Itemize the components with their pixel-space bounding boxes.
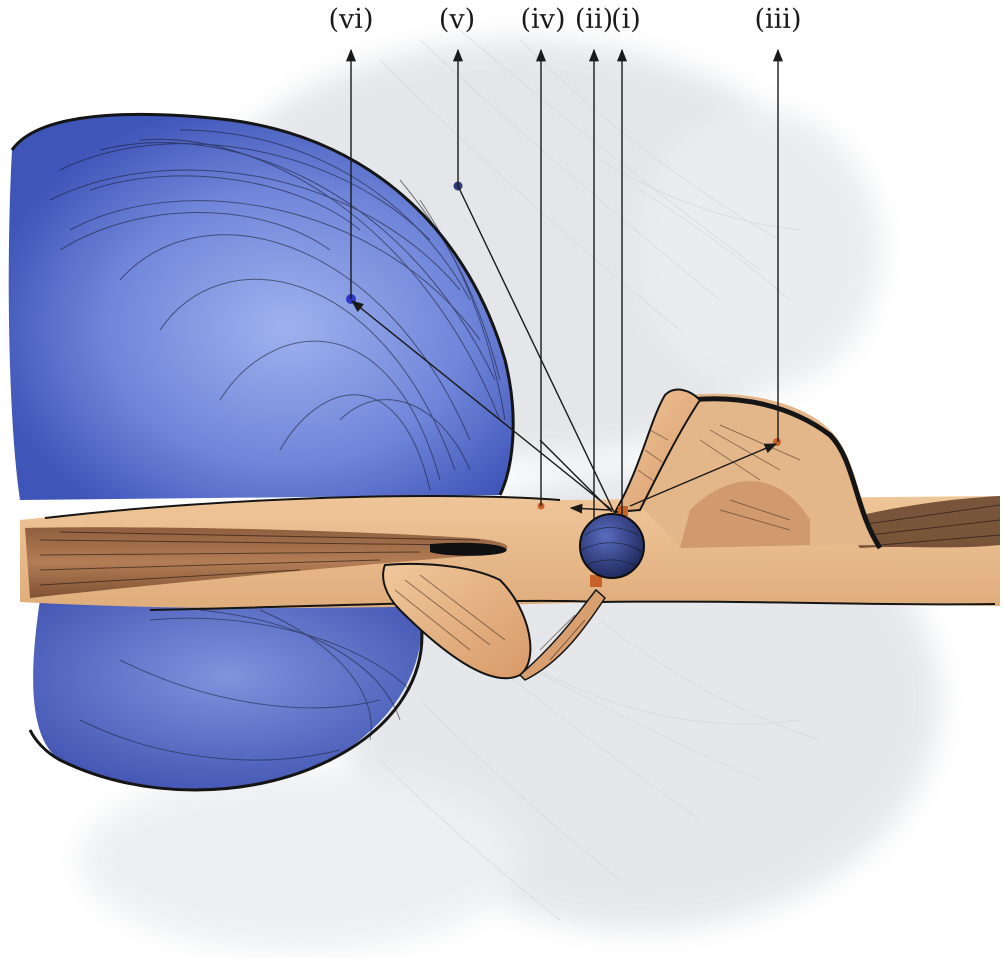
label-v: (v) bbox=[439, 4, 475, 35]
label-iv: (iv) bbox=[521, 4, 566, 35]
label-vi: (vi) bbox=[329, 4, 374, 35]
label-iii: (iii) bbox=[755, 4, 802, 35]
labels: (vi) (v) (iv) (ii) (i) (iii) bbox=[329, 4, 802, 35]
label-i: (i) bbox=[611, 4, 641, 35]
label-ii: (ii) bbox=[575, 4, 613, 35]
